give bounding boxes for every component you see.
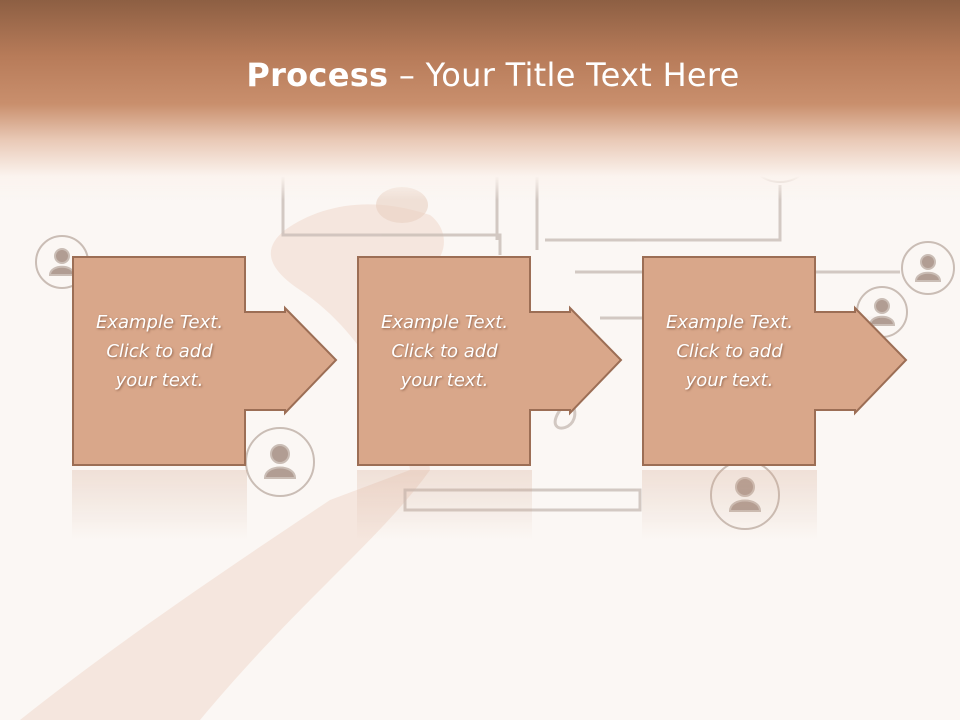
header-band (0, 0, 960, 200)
process-step-2[interactable]: Example Text. Click to add your text. (357, 256, 623, 466)
step-reflection (72, 470, 247, 540)
arrow-right-icon (357, 256, 623, 466)
hand-arm-image (20, 204, 444, 720)
slide-title[interactable]: Process – Your Title Text Here (0, 56, 960, 94)
step-reflection (357, 470, 532, 540)
step-box (642, 256, 816, 466)
title-bold: Process (246, 56, 389, 94)
person-icon (901, 241, 955, 295)
arrow-right-icon (72, 256, 338, 466)
process-step-1[interactable]: Example Text. Click to add your text. (72, 256, 338, 466)
step-reflection (642, 470, 817, 540)
person-icon (710, 460, 780, 530)
step-text[interactable]: Example Text. Click to add your text. (95, 312, 224, 391)
step-text[interactable]: Example Text. Click to add your text. (380, 312, 509, 391)
step-box (72, 256, 246, 466)
step-text[interactable]: Example Text. Click to add your text. (665, 312, 794, 391)
title-rest: – Your Title Text Here (388, 56, 740, 94)
process-step-3[interactable]: Example Text. Click to add your text. (642, 256, 908, 466)
arrow-right-icon (642, 256, 908, 466)
